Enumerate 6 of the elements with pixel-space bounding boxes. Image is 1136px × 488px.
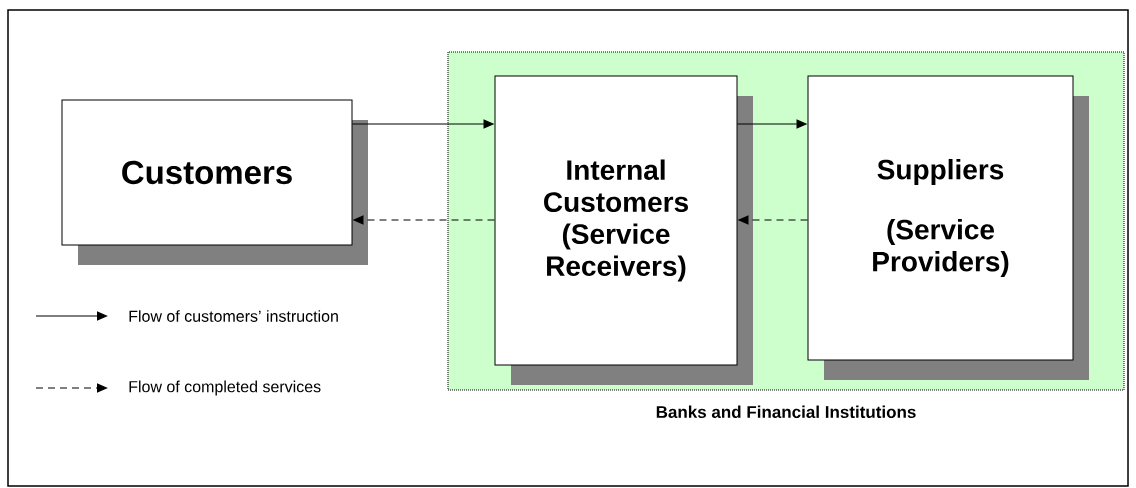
node-label: Banks and Financial Institutions <box>656 405 916 419</box>
legend-text: Flow of customers’ instruction <box>129 310 338 322</box>
process-box: Customers <box>61 99 368 265</box>
legend-text: Flow of completed services <box>129 380 321 396</box>
process-box: Internal Customers (Service Receivers) <box>494 75 753 385</box>
process-box: Suppliers (Service Providers) <box>807 75 1089 380</box>
